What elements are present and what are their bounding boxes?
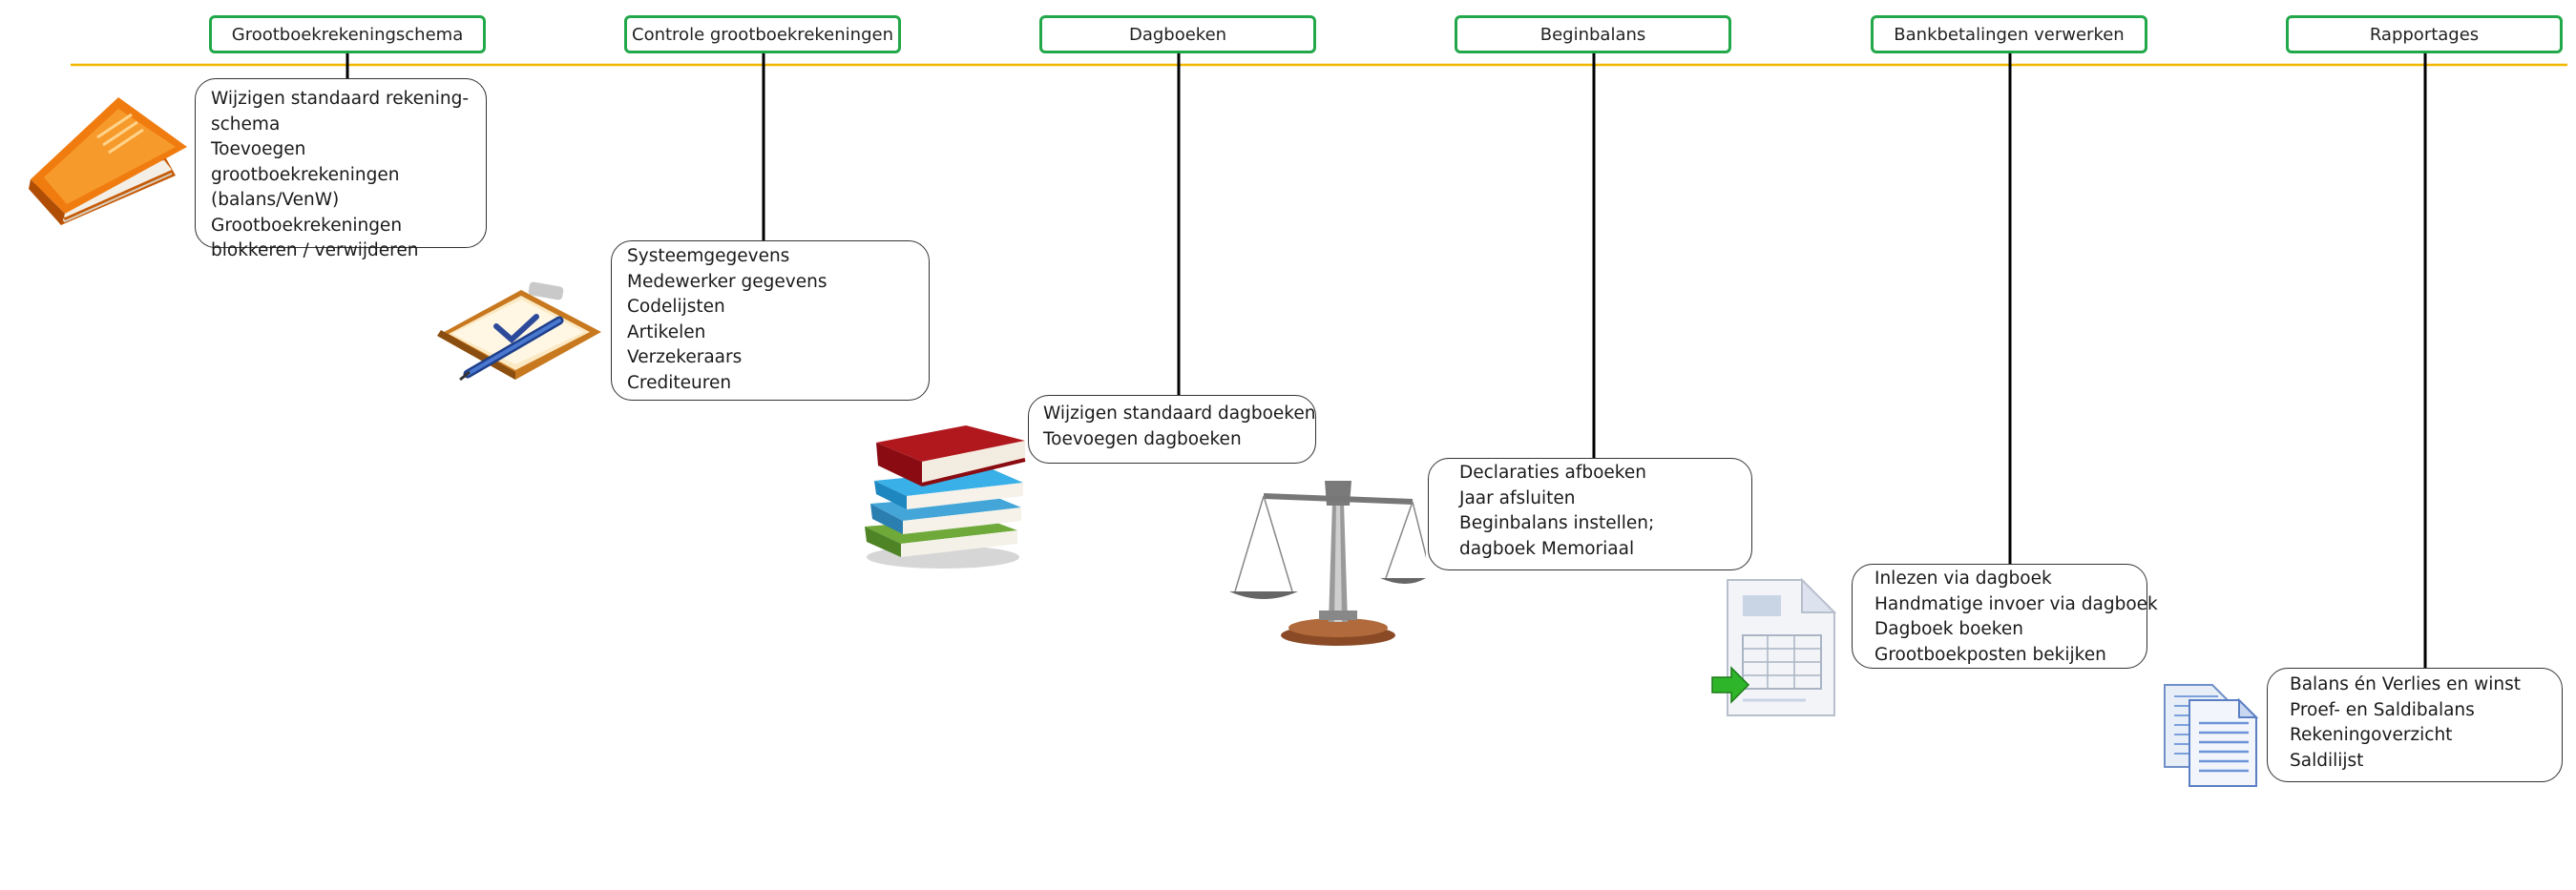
task-item: Medewerker gegevens (627, 271, 827, 292)
task-box-grootboekrekeningschema: Wijzigen standaard rekening-schema Toevo… (195, 78, 487, 260)
task-box-rapportages: Balans én Verlies en winst Proef- en Sal… (2267, 668, 2563, 782)
book-stack-icon (865, 425, 1026, 569)
task-item: Rekeningoverzicht (2290, 725, 2453, 745)
task-item: Proef- en Saldibalans (2290, 699, 2475, 720)
task-item: Verzekeraars (627, 347, 743, 367)
phase-title-bankbetalingen: Bankbetalingen verwerken (1871, 15, 2147, 53)
import-document-icon (1711, 578, 1837, 716)
balance-scale-icon (1229, 481, 1426, 646)
task-item: Balans én Verlies en winst (2290, 674, 2521, 694)
task-item: Toevoegen grootboekrekeningen (balans/Ve… (211, 139, 400, 210)
phase-title-dagboeken: Dagboeken (1039, 15, 1316, 53)
task-item: Beginbalans instellen; (1459, 513, 1655, 533)
task-item: Handmatige invoer via dagboek (1874, 593, 2158, 614)
task-item: Jaar afsluiten (1459, 487, 1576, 508)
task-item: Wijzigen standaard rekening-schema (211, 89, 470, 135)
task-item: Toevoegen dagboeken (1043, 428, 1242, 449)
task-item: Dagboek boeken (1874, 619, 2023, 639)
phase-title-controle: Controle grootboekrekeningen (624, 15, 901, 53)
documents-icon (2164, 684, 2259, 787)
task-item: Grootboekposten bekijken (1874, 644, 2106, 665)
task-item: Codelijsten (627, 297, 725, 317)
task-item: Artikelen (627, 321, 706, 342)
clipboard-checklist-icon (437, 281, 601, 382)
task-box-controle: Systeemgegevens Medewerker gegevens Code… (611, 240, 930, 401)
task-box-beginbalans: Declaraties afboeken Jaar afsluiten Begi… (1428, 458, 1752, 570)
task-box-dagboeken: Wijzigen standaard dagboeken Toevoegen d… (1028, 395, 1316, 464)
phase-title-grootboekrekeningschema: Grootboekrekeningschema (209, 15, 486, 53)
task-item: dagboek Memoriaal (1459, 538, 1635, 559)
task-item: Wijzigen standaard dagboeken (1043, 404, 1316, 424)
phase-title-rapportages: Rapportages (2286, 15, 2563, 53)
orange-book-icon (29, 97, 187, 225)
task-box-bankbetalingen: Inlezen via dagboek Handmatige invoer vi… (1852, 564, 2158, 669)
task-item: Saldilijst (2290, 750, 2364, 771)
task-item: Declaraties afboeken (1459, 463, 1646, 483)
phase-title-beginbalans: Beginbalans (1455, 15, 1731, 53)
task-item: Inlezen via dagboek (1874, 569, 2052, 589)
task-item: Crediteuren (627, 372, 732, 393)
task-item: Systeemgegevens (627, 246, 790, 266)
task-item: Grootboekrekeningen blokkeren / verwijde… (211, 215, 419, 261)
